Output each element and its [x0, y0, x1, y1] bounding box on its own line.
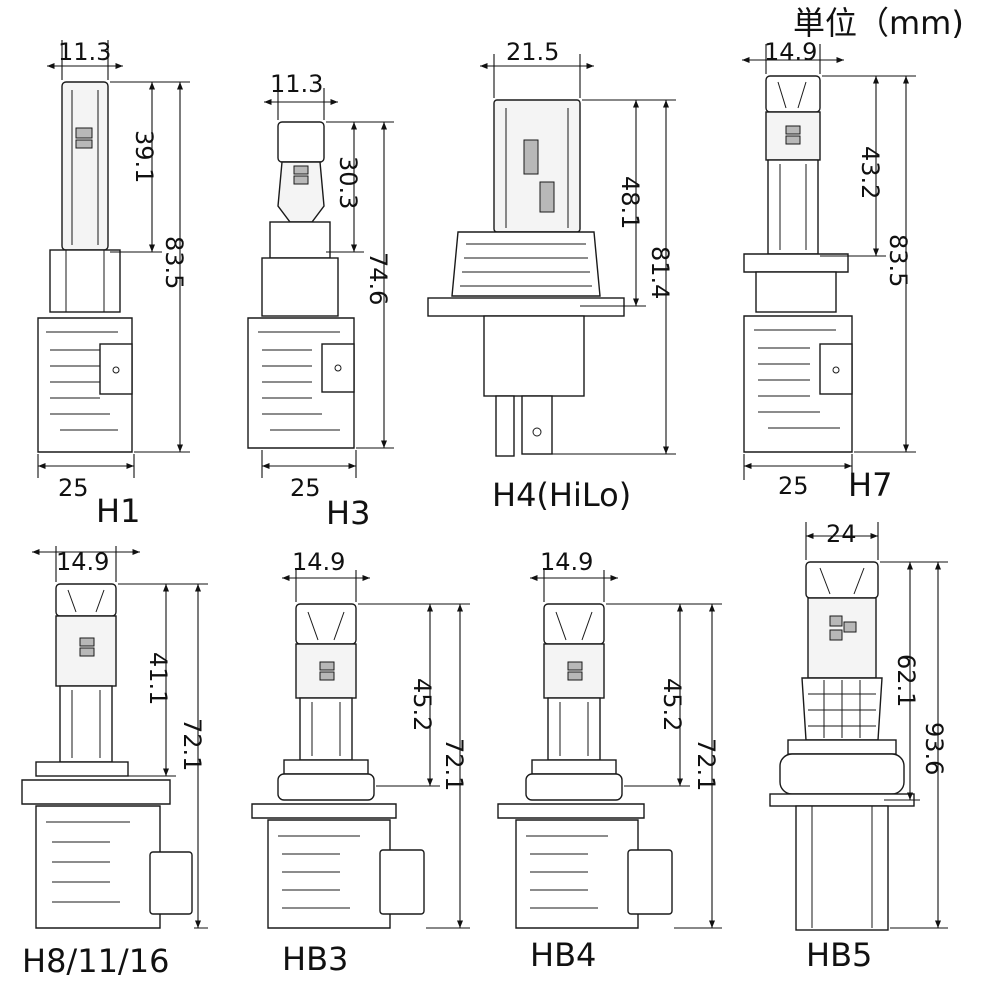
- hb3-width: 14.9: [292, 548, 345, 576]
- hb4-total-length: 72.1: [692, 738, 720, 791]
- bulb-hb3: 14.9 45.2 72.1 HB3: [251, 548, 470, 978]
- hb4-led-length: 45.2: [658, 678, 686, 731]
- bulb-h1-drawing: [37, 81, 133, 453]
- bulb-hb5: 24 62.1 93.6 HB5: [769, 520, 948, 974]
- h3-led-length: 30.3: [334, 156, 362, 209]
- h7-led-length: 43.2: [856, 146, 884, 199]
- h8-total-length: 72.1: [178, 718, 206, 771]
- bulb-h4-drawing: [427, 99, 625, 457]
- h7-width: 14.9: [764, 38, 817, 66]
- hb5-width: 24: [826, 520, 857, 548]
- h7-name: H7: [848, 466, 892, 504]
- bulb-hb3-drawing: [251, 603, 425, 929]
- unit-label: 単位（mm): [793, 4, 964, 42]
- h8-width: 14.9: [56, 548, 109, 576]
- h3-base-width: 25: [290, 474, 321, 502]
- bulb-hb4: 14.9 45.2 72.1 HB4: [497, 548, 722, 974]
- h1-base-width: 25: [58, 474, 89, 502]
- bulb-hb4-drawing: [497, 603, 673, 929]
- h3-width: 11.3: [270, 70, 323, 98]
- h8-led-length: 41.1: [144, 652, 172, 705]
- hb5-name: HB5: [806, 936, 872, 974]
- hb5-led-length: 62.1: [892, 654, 920, 707]
- h4-width: 21.5: [506, 38, 559, 66]
- hb4-width: 14.9: [540, 548, 593, 576]
- h1-led-length: 39.1: [130, 130, 158, 183]
- hb3-led-length: 45.2: [408, 678, 436, 731]
- hb4-name: HB4: [530, 936, 596, 974]
- h4-total-length: 81.4: [646, 246, 674, 299]
- h8-name: H8/11/16: [22, 942, 169, 980]
- bulb-h1: 11.3 39.1 83.5 25 H1: [37, 38, 190, 530]
- bulb-h8: 14.9 41.1 72.1 H8/11/16: [21, 546, 208, 980]
- h3-total-length: 74.6: [364, 252, 392, 305]
- h1-total-length: 83.5: [160, 236, 188, 289]
- h4-name: H4(HiLo): [492, 476, 631, 514]
- bulb-h4: 21.5 48.1 81.4 H4(HiLo): [427, 38, 676, 514]
- h4-led-length: 48.1: [616, 176, 644, 229]
- bulb-h8-drawing: [21, 583, 193, 929]
- h1-width: 11.3: [58, 38, 111, 66]
- hb3-total-length: 72.1: [440, 738, 468, 791]
- bulb-h7-drawing: [743, 75, 853, 453]
- hb3-name: HB3: [282, 940, 348, 978]
- bulb-h7: 14.9 43.2 83.5 25 H7: [742, 38, 916, 504]
- h7-base-width: 25: [778, 472, 809, 500]
- bulb-hb5-drawing: [769, 561, 915, 931]
- h1-name: H1: [96, 492, 140, 530]
- bulb-h3: 11.3 30.3 74.6 25 H3: [247, 70, 394, 532]
- hb5-total-length: 93.6: [920, 722, 948, 775]
- h3-name: H3: [326, 494, 370, 532]
- h7-total-length: 83.5: [884, 234, 912, 287]
- bulb-h3-drawing: [247, 121, 355, 449]
